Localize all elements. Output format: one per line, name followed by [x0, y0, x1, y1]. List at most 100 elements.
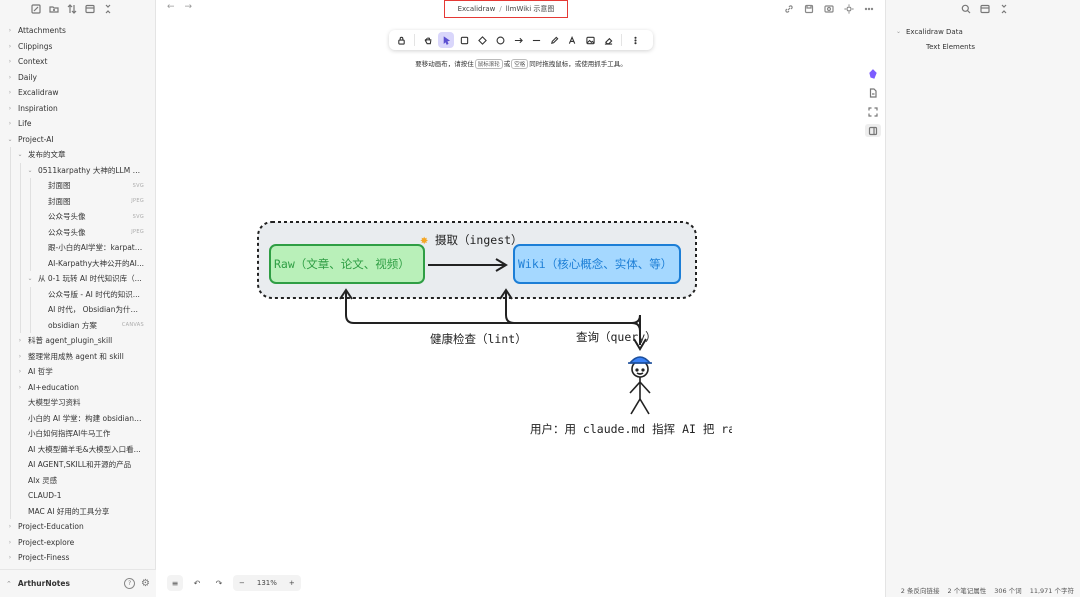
file-tree-item[interactable]: AIx 灵感: [0, 472, 156, 488]
file-tree-item[interactable]: ⌄发布的文章: [0, 147, 156, 163]
file-tree-item[interactable]: ›Attachments: [0, 23, 156, 39]
file-tree-item[interactable]: ›Life: [0, 116, 156, 132]
raw-box[interactable]: [269, 244, 425, 284]
chevron-icon[interactable]: ›: [8, 554, 12, 562]
file-tree-item[interactable]: ›Context: [0, 54, 156, 70]
collapse-all-icon[interactable]: [84, 3, 96, 15]
text-tool-icon[interactable]: [564, 32, 580, 48]
expand-all-icon[interactable]: [102, 3, 114, 15]
file-tree-item[interactable]: AI 大模型薅羊毛&大模型入口看...: [0, 441, 156, 457]
fullscreen-icon[interactable]: [865, 105, 881, 118]
breadcrumb-parent[interactable]: Excalidraw: [457, 5, 496, 13]
outline-item[interactable]: ⌄Excalidraw Data: [896, 24, 975, 39]
screenshot-icon[interactable]: [823, 3, 835, 15]
rectangle-tool-icon[interactable]: [456, 32, 472, 48]
file-tree-item[interactable]: ›AI+education: [0, 379, 156, 395]
file-tree-item[interactable]: AI AGENT,SKILL和开源的产品: [0, 457, 156, 473]
chevron-icon[interactable]: ⌄: [17, 151, 23, 159]
arrow-tool-icon[interactable]: [510, 32, 526, 48]
help-icon[interactable]: ?: [124, 578, 136, 589]
chevron-icon[interactable]: ›: [18, 337, 22, 345]
lock-icon[interactable]: [393, 32, 409, 48]
zoom-in-button[interactable]: +: [288, 579, 295, 587]
main-menu-icon[interactable]: ≡: [167, 575, 183, 591]
chevron-icon[interactable]: ›: [8, 58, 12, 66]
file-tree-item[interactable]: ›Clippings: [0, 39, 156, 55]
sidebar-toggle-icon[interactable]: [865, 124, 881, 137]
file-tree-item[interactable]: CLAUD-1: [0, 488, 156, 504]
file-tree-item[interactable]: ›科普 agent_plugin_skill: [0, 333, 156, 349]
line-tool-icon[interactable]: [528, 32, 544, 48]
more-options-icon[interactable]: [863, 3, 875, 15]
file-tree-item[interactable]: ›AI 哲学: [0, 364, 156, 380]
chevron-icon[interactable]: ⌄: [27, 275, 33, 283]
sort-icon[interactable]: [66, 3, 78, 15]
status-backlinks[interactable]: 2 条反向链接: [900, 587, 940, 595]
export-file-icon[interactable]: [865, 86, 881, 99]
link-icon[interactable]: [783, 3, 795, 15]
selection-tool-icon[interactable]: [438, 32, 454, 48]
sun-icon[interactable]: [843, 3, 855, 15]
close-icon[interactable]: [998, 3, 1010, 15]
file-tree-item[interactable]: ›Project-Education: [0, 519, 156, 535]
chevron-icon[interactable]: ›: [18, 383, 22, 391]
file-tree-item[interactable]: ›Project-Finess: [0, 550, 156, 566]
settings-icon[interactable]: ⚙: [141, 578, 150, 589]
file-tree-item[interactable]: ›Project-explore: [0, 535, 156, 551]
file-tree-item[interactable]: MAC AI 好用的工具分享: [0, 503, 156, 519]
zoom-level[interactable]: 131%: [256, 579, 277, 587]
chevron-icon[interactable]: ›: [18, 368, 22, 376]
undo-icon[interactable]: ↶: [193, 578, 201, 588]
chevron-icon[interactable]: ›: [8, 27, 12, 35]
file-tree-item[interactable]: ⌄0511karpathy 大神的LLM wik...: [0, 162, 156, 178]
layout-icon[interactable]: [979, 3, 991, 15]
outline-item[interactable]: Text Elements: [896, 39, 975, 54]
image-tool-icon[interactable]: [582, 32, 598, 48]
more-tools-icon[interactable]: [627, 32, 643, 48]
file-tree-item[interactable]: 公众号版 - AI 时代的知识...: [0, 286, 156, 302]
save-icon[interactable]: [803, 3, 815, 15]
chevron-icon[interactable]: ⌄: [7, 135, 13, 143]
vault-name[interactable]: ArthurNotes: [17, 579, 70, 588]
search-icon[interactable]: [960, 3, 972, 15]
chevron-icon[interactable]: ›: [8, 523, 12, 531]
chevron-icon[interactable]: ›: [8, 42, 12, 50]
file-tree-item[interactable]: 跟-小白的AI学堂：karpath...: [0, 240, 156, 256]
chevron-icon[interactable]: ›: [8, 104, 12, 112]
ellipse-tool-icon[interactable]: [492, 32, 508, 48]
chevron-icon[interactable]: ›: [18, 352, 22, 360]
redo-icon[interactable]: ↷: [215, 578, 223, 588]
file-tree-item[interactable]: AI-Karpathy大神公开的AI...: [0, 255, 156, 271]
file-tree-item[interactable]: ›Project-Work: [0, 566, 156, 568]
file-tree-item[interactable]: ›整理常用成熟 agent 和 skill: [0, 348, 156, 364]
file-tree-item[interactable]: AI 时代， Obsidian为什么...: [0, 302, 156, 318]
obsidian-tools-icon[interactable]: [865, 67, 881, 80]
chevron-icon[interactable]: ›: [8, 538, 12, 546]
new-note-icon[interactable]: [30, 3, 42, 15]
chevron-icon[interactable]: ⌄: [27, 166, 33, 174]
file-tree-item[interactable]: ›Daily: [0, 70, 156, 86]
chevron-icon[interactable]: ›: [8, 89, 12, 97]
chevron-icon[interactable]: ›: [8, 120, 12, 128]
file-tree-item[interactable]: ⌄从 0-1 玩转 AI 时代知识库（...: [0, 271, 156, 287]
chevron-up-icon[interactable]: ⌃: [6, 579, 12, 588]
pencil-tool-icon[interactable]: [546, 32, 562, 48]
chevron-icon[interactable]: ›: [8, 73, 12, 81]
wiki-box[interactable]: [513, 244, 681, 284]
user-stick-figure-icon[interactable]: [628, 356, 652, 415]
breadcrumb-current[interactable]: llmWiki 示意图: [505, 5, 555, 13]
file-tree-item[interactable]: ›Excalidraw: [0, 85, 156, 101]
lint-arrow[interactable]: [345, 291, 641, 345]
diamond-tool-icon[interactable]: [474, 32, 490, 48]
status-properties[interactable]: 2 个笔记属性: [947, 587, 987, 595]
eraser-tool-icon[interactable]: [600, 32, 616, 48]
forward-arrow-icon[interactable]: →: [184, 2, 193, 12]
file-tree-item[interactable]: ⌄Project-AI: [0, 132, 156, 148]
file-tree-item[interactable]: 大模型学习资料: [0, 395, 156, 411]
hand-tool-icon[interactable]: [420, 32, 436, 48]
